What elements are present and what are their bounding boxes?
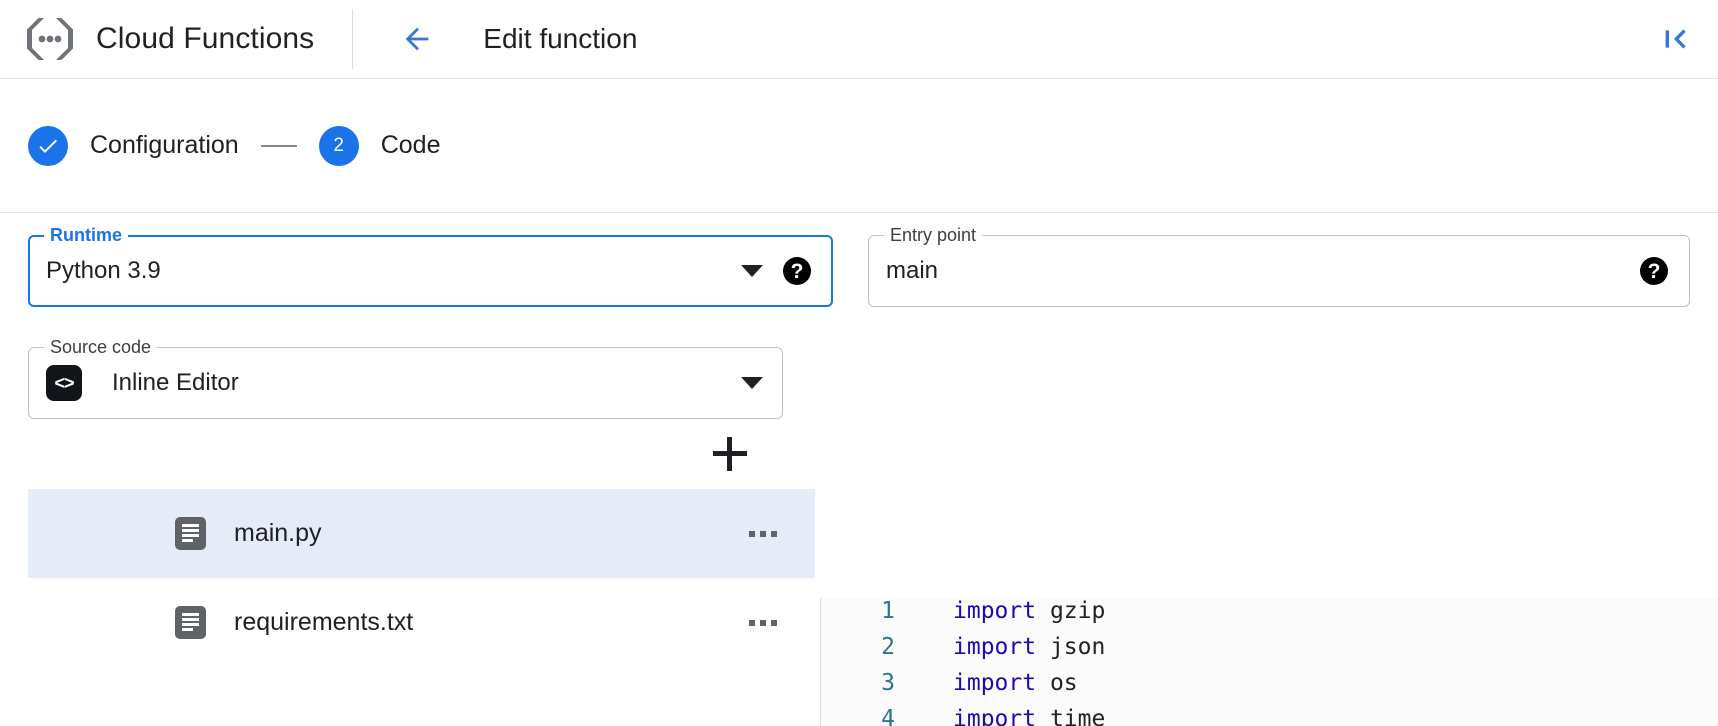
entry-point-input[interactable]: Entry point main ? <box>868 224 1690 307</box>
caret-down-icon[interactable] <box>741 265 763 277</box>
wizard-stepper: Configuration 2 Code <box>0 79 1718 213</box>
cloud-functions-logo-icon <box>24 13 76 65</box>
step-configuration-label: Configuration <box>90 131 239 159</box>
step-configuration-badge <box>28 125 68 166</box>
file-name: requirements.txt <box>234 608 414 636</box>
source-code-field-wrapper: Source code <> Inline Editor <box>28 336 783 419</box>
code-line-text: import os <box>953 670 1078 696</box>
brand[interactable]: Cloud Functions <box>0 13 314 65</box>
step-code[interactable]: 2 Code <box>318 125 441 166</box>
code-line: 3 import os <box>821 670 1718 706</box>
header-divider <box>352 9 354 69</box>
stepper-connector <box>260 144 297 147</box>
code-line: 2 import json <box>821 634 1718 670</box>
entry-point-field-wrapper: Entry point main ? <box>868 224 1690 307</box>
runtime-value: Python 3.9 <box>46 257 161 284</box>
arrow-left-icon[interactable] <box>395 17 439 61</box>
entry-point-value: main <box>886 257 939 284</box>
line-number: 1 <box>881 598 895 624</box>
fields-row: Runtime Python 3.9 ? Source code <> Inli… <box>0 213 1718 667</box>
product-name: Cloud Functions <box>96 22 315 55</box>
code-line-text: import json <box>953 634 1106 660</box>
file-list-item-requirements-txt[interactable]: requirements.txt <box>28 578 815 667</box>
more-horizontal-icon[interactable] <box>749 530 777 537</box>
step-code-badge: 2 <box>318 125 359 166</box>
line-number: 3 <box>881 670 895 696</box>
help-icon[interactable]: ? <box>1640 257 1668 285</box>
code-editor[interactable]: 1 import gzip 2 import json 3 import os 4 impor… <box>820 598 1718 726</box>
help-icon[interactable]: ? <box>783 257 811 285</box>
first-page-icon[interactable] <box>1656 19 1696 59</box>
runtime-label: Runtime <box>44 224 128 246</box>
entry-point-label: Entry point <box>884 224 983 246</box>
code-brackets-icon: <> <box>46 365 82 401</box>
left-column: Runtime Python 3.9 ? Source code <> Inli… <box>0 224 840 667</box>
source-code-label: Source code <box>44 336 158 358</box>
caret-down-icon[interactable] <box>741 377 763 389</box>
step-configuration[interactable]: Configuration <box>28 125 239 166</box>
step-code-label: Code <box>380 131 441 159</box>
source-code-value: Inline Editor <box>112 369 239 396</box>
file-document-icon <box>175 606 206 639</box>
add-file-row <box>28 419 783 489</box>
runtime-select[interactable]: Runtime Python 3.9 ? <box>28 224 833 307</box>
file-document-icon <box>175 517 206 550</box>
runtime-field-wrapper: Runtime Python 3.9 ? <box>28 224 833 307</box>
page-title: Edit function <box>483 23 638 54</box>
right-column: Entry point main ? <box>840 224 1718 667</box>
body-area: Runtime Python 3.9 ? Source code <> Inli… <box>0 213 1718 726</box>
code-line: 4 import time <box>821 706 1718 726</box>
file-name: main.py <box>234 519 322 547</box>
entry-point-outline <box>868 235 1690 307</box>
app-header: Cloud Functions Edit function <box>0 0 1718 79</box>
more-horizontal-icon[interactable] <box>749 619 777 626</box>
code-line: 1 import gzip <box>821 598 1718 634</box>
source-code-select[interactable]: Source code <> Inline Editor <box>28 336 783 419</box>
file-list-item-main-py[interactable]: main.py <box>28 489 815 578</box>
code-line-text: import gzip <box>953 598 1106 624</box>
file-list: main.py requirements.txt <box>28 489 815 667</box>
line-number: 4 <box>881 706 895 726</box>
code-editor-lines: 1 import gzip 2 import json 3 import os 4 impor… <box>821 598 1718 726</box>
line-number: 2 <box>881 634 895 660</box>
code-line-text: import time <box>953 706 1106 726</box>
plus-icon[interactable] <box>713 437 747 471</box>
